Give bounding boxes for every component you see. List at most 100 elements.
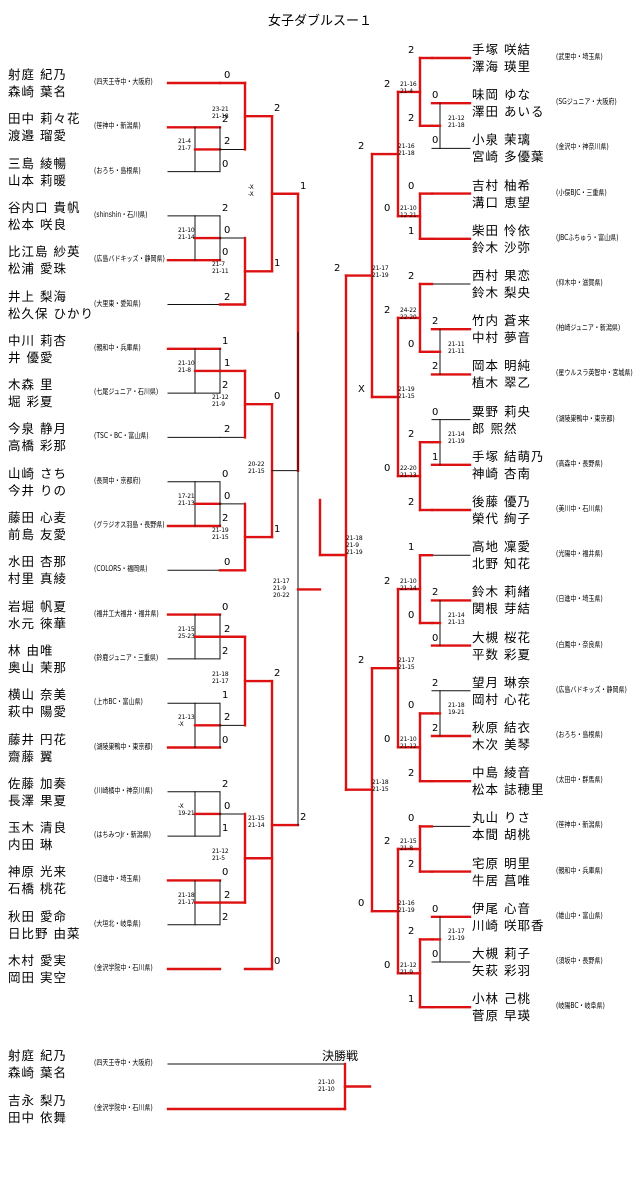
set-score: 21-10 [400, 578, 417, 586]
set-score: 19-21 [178, 809, 195, 817]
set-score: 21-14 [448, 431, 465, 439]
set-score: -X [178, 802, 184, 810]
player-name: 田中 莉々花 [8, 111, 81, 127]
team-name: (TSC・BC・富山県) [94, 431, 149, 441]
set-score: 21-18 [212, 671, 229, 679]
set-score: 21-17 [212, 678, 229, 686]
player-name: 中村 夢音 [472, 330, 531, 346]
player-name: 今泉 静月 [8, 421, 67, 437]
player-name: 川崎 咲耶香 [472, 917, 545, 933]
set-score: 21-13 [448, 619, 465, 626]
match-score: 0 [222, 247, 229, 259]
match-score: 0 [384, 734, 391, 746]
match-score: 1 [222, 335, 229, 347]
set-score: 21-4 [178, 138, 191, 146]
set-score: 22-20 [400, 313, 417, 321]
player-name: 関根 芽結 [472, 601, 531, 617]
match-score: 2 [432, 361, 439, 373]
set-score: 20-22 [273, 592, 290, 600]
match-score: 2 [224, 889, 231, 901]
set-score: 21-17 [372, 264, 389, 272]
match-score: 0 [224, 557, 231, 569]
team-name: (広島バドキッズ・静岡県) [94, 254, 165, 264]
team-name: (須坂中・長野県) [556, 956, 603, 965]
player-name: 郎 煕然 [472, 420, 518, 436]
match-score: 1 [274, 258, 281, 270]
player-name: 丸山 りさ [472, 810, 531, 826]
player-name: 岩堀 帆夏 [8, 598, 67, 614]
set-score: 21-10 [178, 359, 195, 367]
match-score: 0 [408, 813, 415, 825]
player-name: 竹内 蒼来 [472, 313, 531, 329]
set-score: 19-21 [448, 709, 465, 717]
player-name: 比江島 紗英 [8, 244, 81, 260]
set-score: 21-18 [448, 121, 465, 129]
match-score: 2 [408, 45, 415, 56]
player-name: 齋藤 翼 [8, 748, 54, 764]
team-name: (光陽中・福井県) [556, 549, 603, 559]
player-name: 望月 琳奈 [472, 674, 531, 690]
team-name: (おろち・島根県) [94, 165, 141, 175]
team-name: (はちみつJr・新潟県) [94, 830, 151, 840]
player-name: 柴田 怜依 [472, 222, 531, 238]
player-name: 鈴木 沙弥 [472, 239, 531, 255]
player-name: 粟野 莉央 [472, 403, 531, 419]
player-name: 森崎 葉名 [8, 1065, 67, 1080]
team-name: (JBCふちゅう・富山県) [556, 232, 619, 242]
player-name: 岡村 心花 [472, 691, 531, 707]
match-score: 2 [274, 668, 281, 680]
match-score: 1 [300, 180, 307, 192]
player-name: 北野 知花 [472, 556, 531, 572]
match-score: 1 [432, 451, 439, 463]
player-name: 吉村 柚希 [472, 177, 531, 193]
match-score: X [358, 384, 365, 395]
set-score: 21-5 [212, 855, 225, 863]
player-name: 木村 愛実 [8, 953, 67, 968]
set-score: 21-10 [400, 736, 417, 744]
player-name: 中島 綾音 [472, 765, 531, 781]
set-score: 21-9 [212, 401, 225, 409]
set-score: 21-16 [400, 80, 417, 88]
team-name: (七尾ジュニア・石川県) [94, 387, 159, 397]
set-score: 21-10 [178, 227, 195, 235]
set-score: 20-22 [248, 460, 265, 468]
player-name: 松久保 ひかり [8, 305, 94, 321]
player-name: 木森 里 [8, 377, 54, 393]
match-score: 2 [334, 262, 341, 274]
match-score: 0 [222, 734, 229, 746]
match-score: 2 [222, 202, 229, 214]
match-score: 2 [408, 926, 415, 938]
match-score: 2 [384, 304, 391, 316]
match-score: 0 [224, 225, 231, 237]
team-name: (日進中・埼玉県) [556, 594, 603, 604]
player-name: 秋田 愛命 [8, 908, 67, 924]
set-score: 21-19 [448, 438, 465, 446]
match-score: 0 [222, 468, 229, 480]
player-name: 西村 果恋 [472, 268, 531, 283]
player-name: 平数 彩夏 [472, 646, 531, 662]
player-name: 萩中 陽愛 [8, 704, 67, 720]
team-name: (shinshin・石川県) [94, 209, 148, 219]
match-score: 0 [432, 903, 439, 915]
set-score: 21-15 [212, 534, 229, 542]
match-score: 0 [384, 203, 391, 215]
player-name: 奥山 茉那 [8, 659, 67, 675]
player-name: 谷内口 貴帆 [8, 199, 81, 215]
player-name: 松本 誌穂里 [472, 782, 545, 798]
team-name: (おろち・島根県) [556, 730, 603, 739]
match-score: 2 [432, 316, 439, 328]
set-score: 21-14 [178, 234, 195, 242]
player-name: 溝口 恵望 [472, 194, 531, 210]
set-score: 21-15 [248, 815, 265, 823]
match-score: 0 [222, 158, 229, 170]
team-name: (福井工大福井・福井県) [94, 608, 159, 618]
set-score: 24-22 [400, 306, 417, 314]
match-score: 2 [384, 576, 391, 588]
match-score: 2 [384, 78, 391, 90]
player-name: 澤田 あいる [472, 104, 545, 120]
set-score: 21-17 [178, 898, 195, 906]
set-score: 21-16 [398, 900, 415, 908]
set-score: 21-9 [273, 585, 286, 593]
match-score: 2 [300, 812, 307, 824]
